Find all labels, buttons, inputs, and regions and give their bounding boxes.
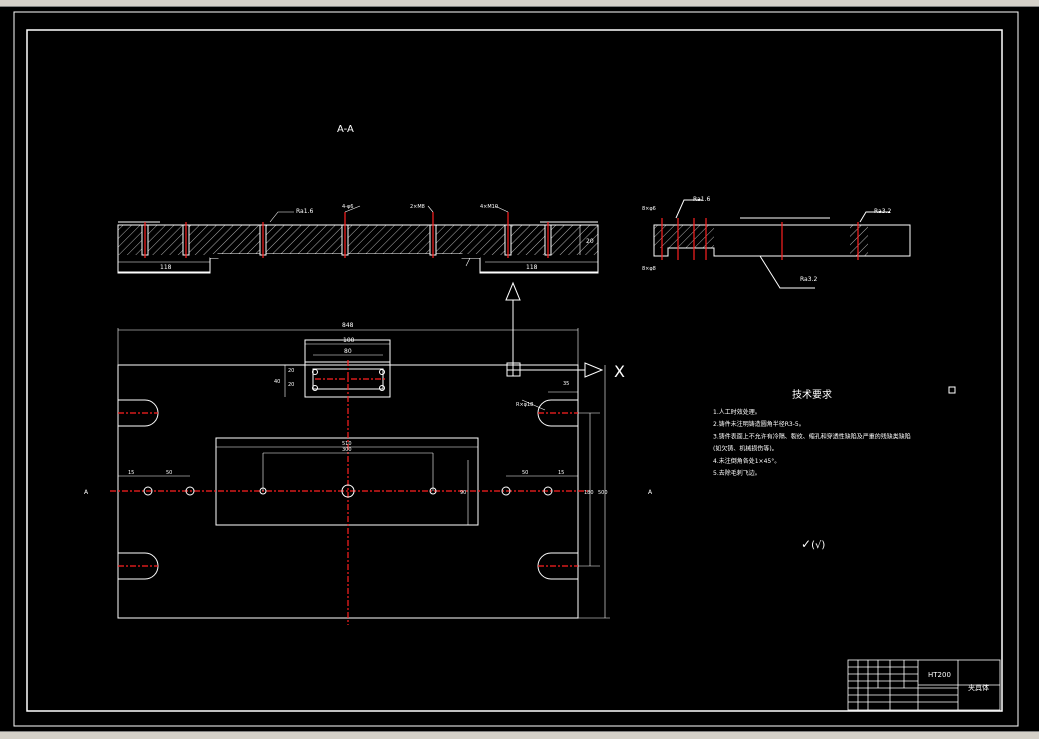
side-dim-bottom: 8×φ8: [642, 266, 656, 272]
status-bar: [0, 731, 1039, 739]
grip-square[interactable]: [948, 386, 956, 394]
section-label: A-A: [337, 124, 354, 135]
side-view: [653, 199, 911, 289]
notes-item: 4.未注倒角各处1×45°。: [713, 457, 780, 465]
plan-section-mark-left: A: [84, 489, 89, 496]
plan-dim-slot-top: 35: [563, 381, 569, 387]
plan-dim-left-1: 15: [128, 470, 134, 476]
notes-title: 技术要求: [792, 388, 832, 401]
section-dim-right: 118: [526, 264, 538, 271]
vertical-scrollbar[interactable]: [1019, 7, 1039, 731]
ucs-x-label: X: [614, 362, 625, 381]
notes-item: 2.铸件未注明铸造圆角半径R3-5。: [713, 420, 805, 428]
plan-dim-right-2: 15: [558, 470, 564, 476]
plan-section-mark-right: A: [648, 489, 653, 496]
section-dim-left: 118: [160, 264, 172, 271]
plan-dim-inner-rect: 510: [342, 441, 352, 447]
side-roughness-3: Ra3.2: [800, 276, 817, 283]
section-centerlines: [144, 212, 549, 258]
plan-dim-pocket-inner: 80: [344, 348, 352, 355]
title-block-part-name: 夹具体: [968, 683, 989, 692]
inner-border: [26, 29, 1003, 712]
side-centerlines: [661, 218, 859, 260]
notes-item: 1.人工时效处理。: [713, 408, 761, 416]
plan-dim-overall-height: 500: [598, 490, 608, 496]
notes-item: 5.去除毛刺飞边。: [713, 469, 761, 477]
side-roughness-2: Ra3.2: [874, 208, 891, 215]
plan-centerlines: [110, 360, 590, 625]
notes-item: 3.铸件表面上不允许有冷隔、裂纹、缩孔和穿透性缺陷及严重的残缺类缺陷: [713, 432, 911, 440]
plan-dim-pocket-h2: 20: [288, 368, 294, 374]
section-dim-height: 20: [586, 238, 594, 245]
application-toolbar-strip: [0, 0, 1039, 7]
section-dim-hole2: 2×M8: [410, 204, 425, 210]
section-dim-hole3: 4×M10: [480, 204, 498, 210]
title-block: [847, 659, 1001, 711]
ucs-axis-icon: [505, 281, 604, 378]
plan-dim-overall-width: 848: [342, 322, 354, 329]
plan-dim-left-2: 50: [166, 470, 172, 476]
section-dims: [118, 205, 598, 267]
notes-list: 1.人工时效处理。 2.铸件未注明铸造圆角半径R3-5。 3.铸件表面上不允许有冷隔…: [713, 408, 911, 477]
plan-dim-vertical: 180: [584, 490, 594, 496]
plan-dim-pocket-h3: 20: [288, 382, 294, 388]
plan-dim-pocket-h1: 40: [274, 379, 280, 385]
plan-dims: [117, 328, 610, 619]
side-roughness-1: Ra1.6: [693, 196, 710, 203]
outer-border: [13, 11, 1019, 727]
plan-dim-inner-holes: 300: [342, 447, 352, 453]
side-dim-left: 8×φ6: [642, 206, 656, 212]
plan-dim-slot-angle: R×φ18: [516, 402, 533, 408]
notes-item: (如欠铸、机械损伤等)。: [713, 445, 778, 453]
roughness-note: ✓(√): [801, 537, 825, 551]
plan-dim-pocket-width: 100: [343, 337, 355, 344]
plan-dim-right-1: 50: [522, 470, 528, 476]
section-roughness-1: Ra1.6: [296, 208, 313, 215]
plan-dim-inner-height: 90: [460, 490, 466, 496]
section-dim-hole1: 4-φ6: [342, 204, 353, 210]
title-block-material: HT200: [928, 671, 951, 679]
